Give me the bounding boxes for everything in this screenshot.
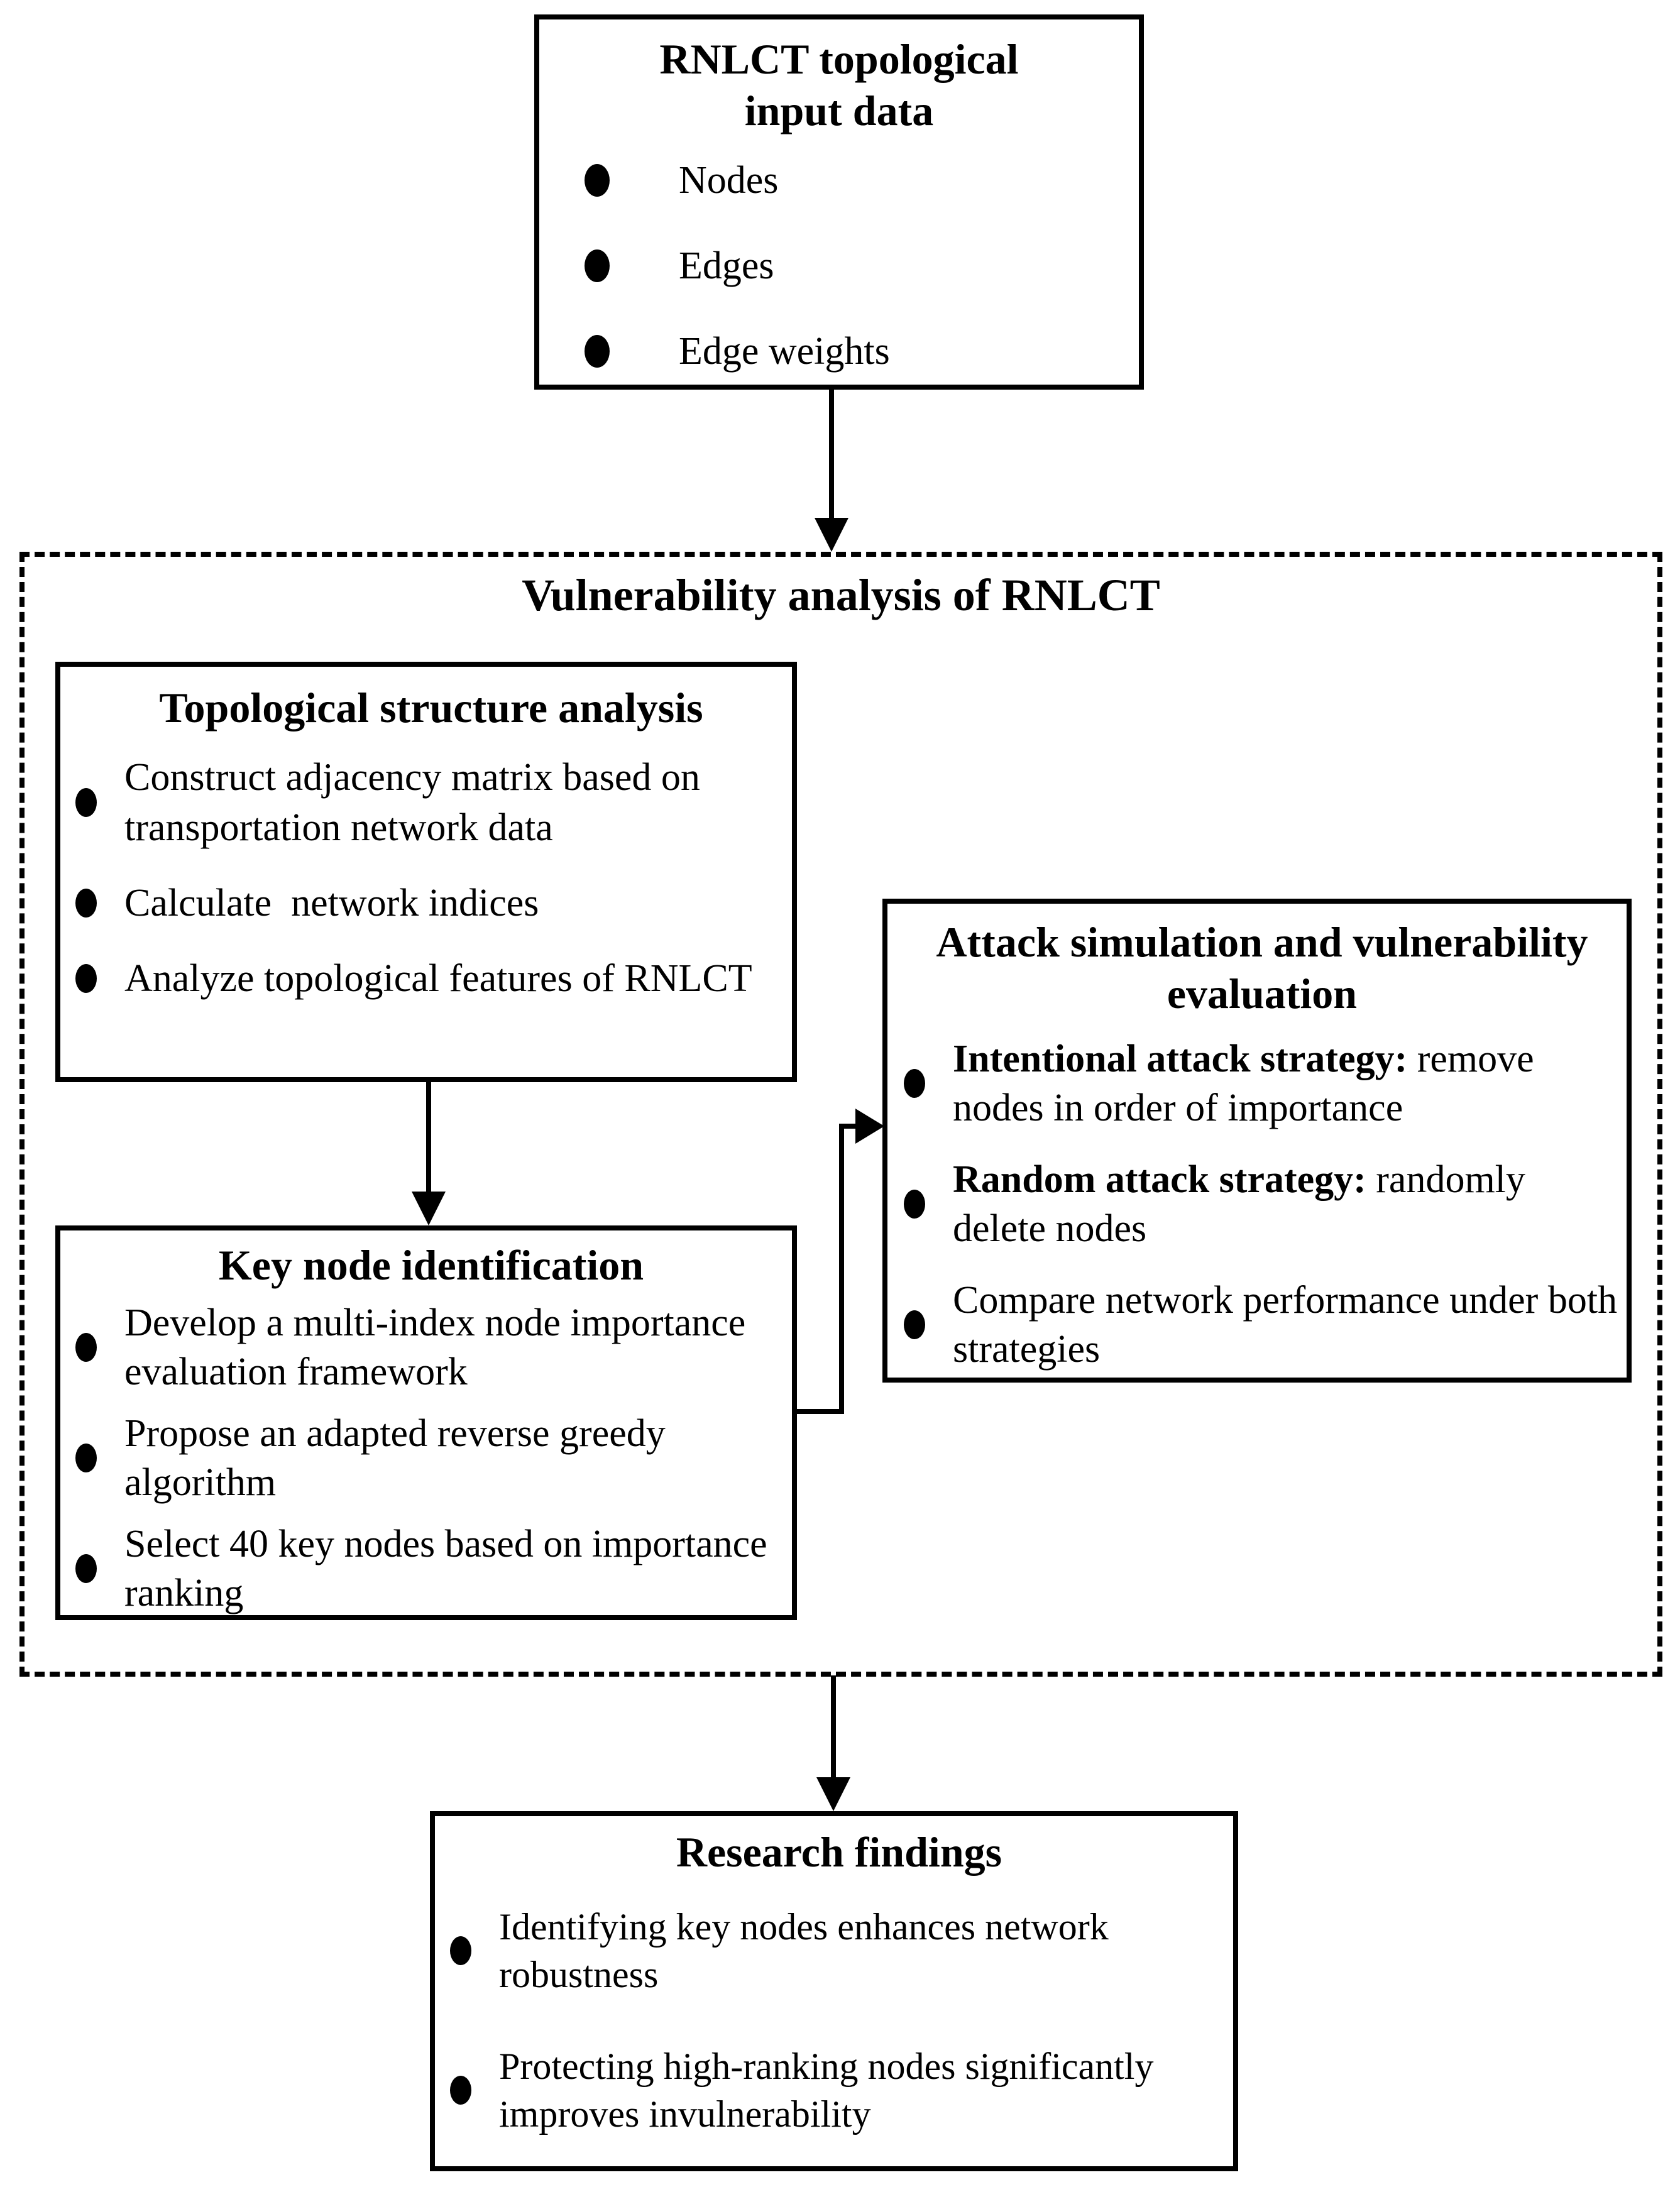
list-item: Calculate network indices <box>75 878 787 928</box>
elbow-connector-vertical-segment <box>839 1124 844 1414</box>
bullet-rest: randomly delete nodes <box>953 1158 1535 1250</box>
list-item-label: Identifying key nodes enhances network r… <box>499 1906 1118 1995</box>
list-item: Construct adjacency matrix based on tran… <box>75 752 787 853</box>
research-findings-box: Research findings Identifying key nodes … <box>430 1811 1238 2171</box>
bullet-bold-lead: Random attack strategy: <box>953 1158 1366 1201</box>
list-item: Propose an adapted reverse greedy algori… <box>75 1409 787 1507</box>
arrow-down-icon <box>412 1192 446 1225</box>
arrow-down-icon <box>815 518 848 552</box>
attack-simulation-title-line1: Attack simulation and vulnerability <box>936 918 1588 966</box>
list-item-label: Select 40 key nodes based on importance … <box>124 1523 777 1614</box>
attack-simulation-box: Attack simulation and vulnerability eval… <box>882 899 1632 1383</box>
list-item-label: Compare network performance under both s… <box>953 1276 1620 1374</box>
bullet-dot <box>75 964 97 993</box>
bullet-dot <box>585 249 610 282</box>
bullet-dot <box>904 1069 925 1098</box>
bullet-dot <box>75 1554 97 1583</box>
list-item-label: Nodes <box>679 159 779 202</box>
bullet-dot <box>75 788 97 817</box>
topological-structure-box: Topological structure analysis Construct… <box>55 662 797 1082</box>
research-findings-title: Research findings <box>676 1828 1002 1876</box>
vulnerability-container-title: Vulnerability analysis of RNLCT <box>522 570 1160 620</box>
list-item: Edge weights <box>585 326 1139 376</box>
list-item: Random attack strategy: randomly delete … <box>904 1155 1620 1253</box>
list-item: Intentional attack strategy: remove node… <box>904 1034 1620 1132</box>
list-item-label: Construct adjacency matrix based on tran… <box>124 756 710 849</box>
key-node-identification-box: Key node identification Develop a multi-… <box>55 1225 797 1620</box>
attack-simulation-title-line2: evaluation <box>1167 970 1358 1017</box>
bullet-dot <box>75 1333 97 1362</box>
findings-bullet-list: Identifying key nodes enhances network r… <box>450 1903 1228 2138</box>
list-item: Nodes <box>585 155 1139 206</box>
vulnerability-analysis-container: Vulnerability analysis of RNLCT Topologi… <box>19 552 1662 1677</box>
list-item: Edges <box>585 241 1139 291</box>
elbow-connector-top-segment <box>839 1124 860 1129</box>
list-item: Compare network performance under both s… <box>904 1276 1620 1374</box>
bullet-dot <box>75 1444 97 1472</box>
bullet-dot <box>904 1190 925 1219</box>
list-item-label: Protecting high-ranking nodes significan… <box>499 2046 1163 2135</box>
list-item: Identifying key nodes enhances network r… <box>450 1903 1228 1998</box>
bullet-rest: remove nodes in order of importance <box>953 1038 1544 1129</box>
list-item-label: Edge weights <box>679 330 890 373</box>
bullet-bold-lead: Intentional attack strategy: <box>953 1038 1408 1080</box>
list-item-label: Propose an adapted reverse greedy algori… <box>124 1412 676 1504</box>
arrow-down-icon <box>816 1777 850 1811</box>
elbow-connector-bottom-segment <box>797 1409 844 1414</box>
arrow-input-to-analysis-stem <box>829 388 834 519</box>
topological-bullet-list: Construct adjacency matrix based on tran… <box>75 752 787 1004</box>
list-item: Protecting high-ranking nodes significan… <box>450 2042 1228 2138</box>
list-item: Select 40 key nodes based on importance … <box>75 1520 787 1618</box>
arrow-analysis-to-findings-stem <box>831 1675 836 1778</box>
list-item-label: Intentional attack strategy: remove node… <box>953 1034 1620 1132</box>
input-data-box: RNLCT topological input data Nodes Edges… <box>534 14 1144 390</box>
attack-simulation-title: Attack simulation and vulnerability eval… <box>904 916 1620 1019</box>
bullet-rest: Compare network performance under both s… <box>953 1279 1627 1371</box>
bullet-dot <box>585 335 610 368</box>
list-item: Analyze topological features of RNLCT <box>75 953 787 1004</box>
list-item-label: Calculate network indices <box>124 882 539 924</box>
input-data-title-line2: input data <box>744 87 934 134</box>
list-item: Develop a multi-index node importance ev… <box>75 1298 787 1396</box>
bullet-dot <box>585 164 610 197</box>
bullet-dot <box>450 1936 471 1965</box>
arrow-right-icon <box>855 1109 884 1144</box>
bullet-dot <box>450 2076 471 2105</box>
key-node-bullet-list: Develop a multi-index node importance ev… <box>75 1298 787 1618</box>
bullet-dot <box>904 1310 925 1339</box>
input-data-title-line1: RNLCT topological <box>659 35 1019 83</box>
list-item-label: Develop a multi-index node importance ev… <box>124 1302 755 1393</box>
bullet-dot <box>75 889 97 918</box>
list-item-label: Analyze topological features of RNLCT <box>124 957 752 1000</box>
attack-bullet-list: Intentional attack strategy: remove node… <box>904 1034 1620 1374</box>
list-item-label: Random attack strategy: randomly delete … <box>953 1155 1620 1253</box>
input-data-title: RNLCT topological input data <box>539 33 1139 136</box>
list-item-label: Edges <box>679 244 774 287</box>
input-data-bullet-list: Nodes Edges Edge weights <box>539 155 1139 376</box>
arrow-topological-to-keynode-stem <box>426 1081 431 1193</box>
key-node-identification-title: Key node identification <box>218 1241 644 1289</box>
topological-structure-title: Topological structure analysis <box>159 684 703 732</box>
